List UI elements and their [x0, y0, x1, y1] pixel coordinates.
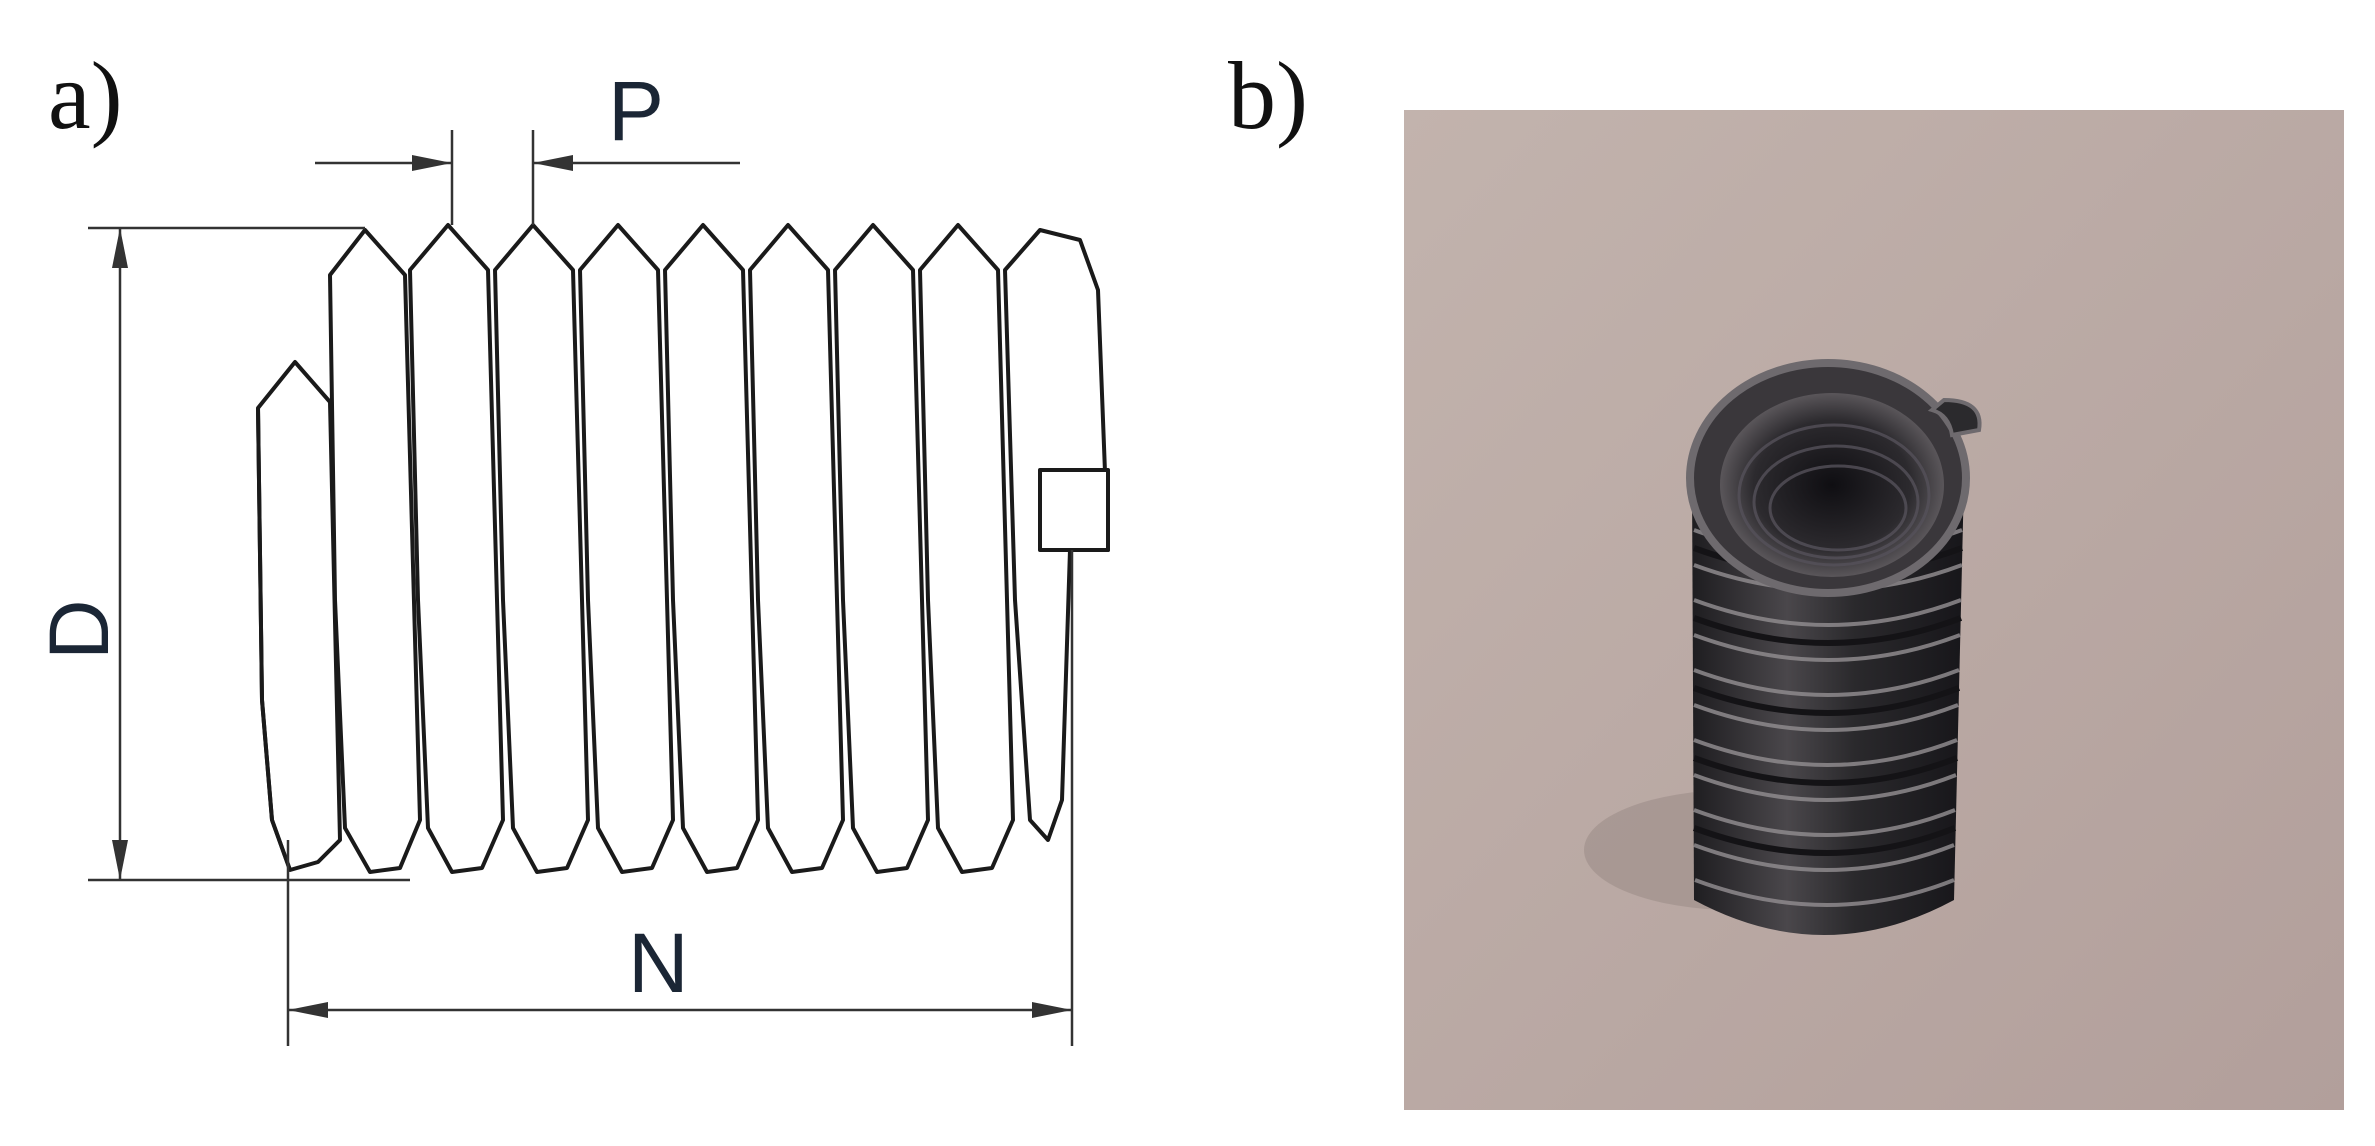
dimension-label-diameter: D: [32, 599, 126, 660]
coil-turn: [918, 223, 1015, 874]
coil-turn: [833, 223, 930, 874]
coil-turn: [663, 223, 760, 874]
thread-insert-photo: [1404, 110, 2344, 1110]
coil-turn: [493, 223, 590, 874]
panel-label-b: b): [1228, 42, 1308, 149]
dimension-length: [286, 550, 1074, 1046]
dimension-label-length: N: [628, 916, 689, 1010]
dimension-diameter: [88, 226, 410, 882]
coil-turn: [748, 223, 845, 874]
coil-turn: [578, 223, 675, 874]
panel-label-a: a): [48, 42, 123, 149]
drive-tang: [1038, 468, 1110, 552]
coil-turns: [256, 223, 1110, 874]
thread-insert-drawing: P D N: [32, 64, 1110, 1046]
coil-turn: [408, 223, 505, 874]
dimension-label-pitch: P: [608, 64, 664, 158]
coil-body-left: [256, 407, 292, 871]
coil-tang: [1927, 397, 1982, 438]
dimension-pitch: [315, 130, 740, 225]
coil-turn: [328, 228, 422, 874]
